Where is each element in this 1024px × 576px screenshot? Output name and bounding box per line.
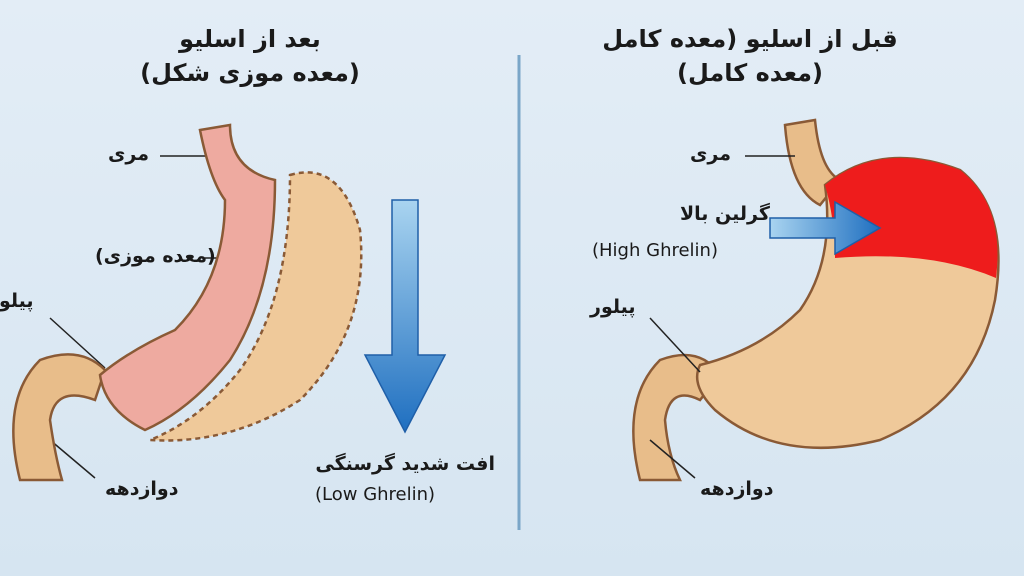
after-duodenum-label: دوازدهه — [105, 478, 179, 500]
before-esophagus-label: مری — [690, 143, 731, 165]
after-pylorus-label: پیلور — [0, 290, 34, 312]
high-ghrelin-label: گرلین بالا — [680, 203, 770, 225]
sleeve-label: (معده موزی) — [95, 245, 216, 267]
hunger-drop-label: افت شدید گرسنگی — [315, 453, 495, 475]
high-ghrelin-en-label: (High Ghrelin) — [592, 240, 718, 261]
after-esophagus-label: مری — [108, 143, 149, 165]
high-ghrelin-arrow — [769, 200, 882, 256]
low-ghrelin-en-label: (Low Ghrelin) — [315, 484, 436, 505]
leader-lines — [49, 155, 795, 479]
low-ghrelin-arrow — [363, 199, 447, 434]
before-title: قبل از اسلیو (معده کامل(معده کامل) — [602, 25, 898, 87]
sleeve-stomach — [12, 123, 363, 482]
before-duodenum-label: دوازدهه — [700, 478, 774, 500]
after-title: بعد از اسلیو(معده موزی شکل) — [140, 25, 360, 87]
full-stomach — [632, 118, 1000, 482]
before-pylorus-label: پیلور — [590, 296, 636, 318]
